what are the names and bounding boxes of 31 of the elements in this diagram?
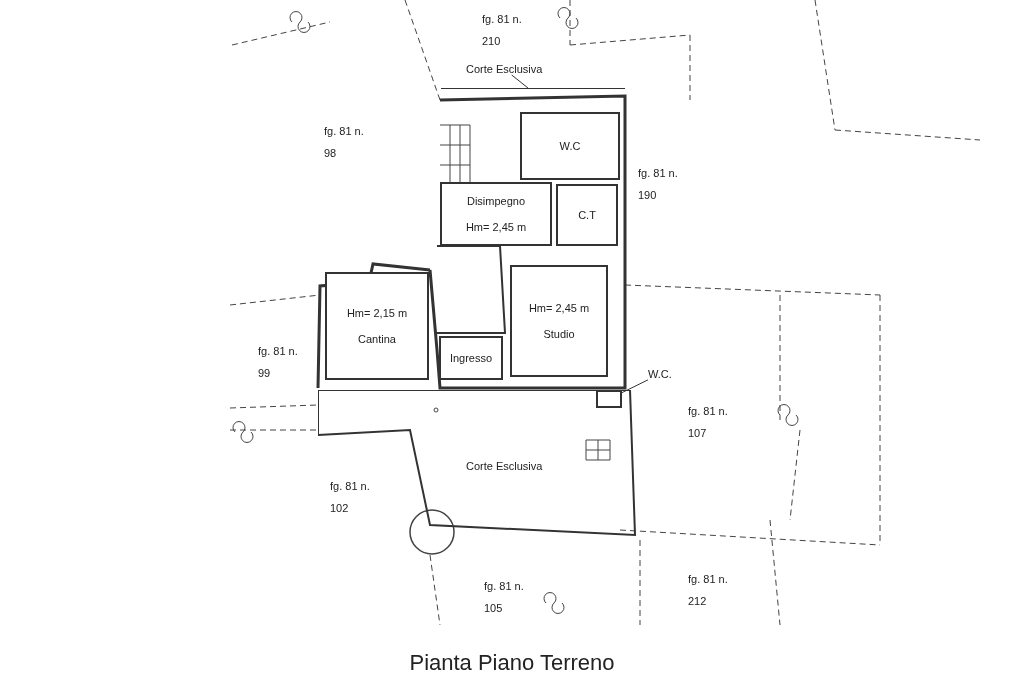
leader-line — [511, 74, 529, 89]
parcel-label: fg. 81 n. 190 — [638, 166, 678, 203]
room-outline — [520, 112, 620, 180]
room-label: W.C — [559, 140, 581, 152]
room-outline — [510, 265, 608, 377]
room-outline — [325, 272, 429, 380]
room-label: C.T — [578, 209, 596, 221]
parcel-label: fg. 81 n. 105 — [484, 579, 524, 616]
room-label: Disimpegno — [466, 195, 526, 207]
parcel-label: fg. 81 n. 102 — [330, 479, 370, 516]
courtyard-outline — [318, 390, 638, 538]
parcel-label: fg. 81 n. 212 — [688, 572, 728, 609]
leader-line — [621, 379, 649, 394]
room-label: Hm= 2,45 m — [465, 221, 527, 233]
room-outline — [439, 336, 503, 380]
area-label: W.C. — [648, 368, 672, 380]
parcel-label: fg. 81 n. 99 — [258, 344, 298, 381]
parcel-label: fg. 81 n. 98 — [324, 124, 364, 161]
parcel-label: fg. 81 n. 210 — [482, 12, 522, 49]
room-outline — [556, 184, 618, 246]
room-label: Hm= 2,45 m — [528, 302, 590, 314]
area-label: Corte Esclusiva — [466, 63, 543, 75]
room-outline — [596, 390, 622, 408]
room-label: Ingresso — [449, 352, 493, 364]
parcel-label: fg. 81 n. 107 — [688, 404, 728, 441]
room-label: Studio — [543, 328, 575, 340]
drawing-title: Pianta Piano Terreno — [409, 650, 615, 675]
room-label: Cantina — [358, 333, 396, 345]
room-label: Hm= 2,15 m — [346, 307, 408, 319]
room-outline — [440, 182, 552, 246]
area-label: Corte Esclusiva — [466, 460, 543, 472]
